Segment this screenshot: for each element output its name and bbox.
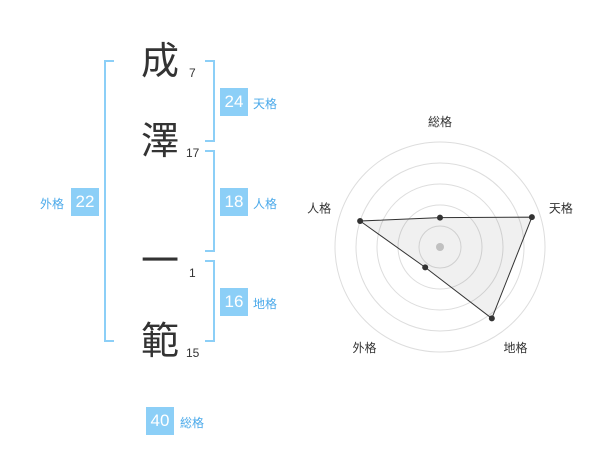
radar-point [488,315,495,322]
chikaku-value: 16 [220,288,248,316]
radar-axis-label: 地格 [503,340,527,355]
radar-point [528,214,535,221]
jinkaku-value: 18 [220,188,248,216]
chikaku-label: 地格 [253,297,278,311]
soukaku-value: 40 [146,407,174,435]
gaikaku-value: 22 [71,188,99,216]
radar-ring [376,183,504,311]
name-char-2: 澤 [141,119,180,163]
gaikaku-label: 外格 [40,197,65,211]
gaikaku-bracket [104,60,114,342]
radar-polygon [358,216,533,320]
chikaku-bracket [205,260,215,342]
radar-axis-label: 人格 [307,200,331,215]
soukaku-label: 総格 [180,416,205,430]
stroke-count-4: 15 [186,346,200,360]
radar-axis-label: 天格 [549,200,573,215]
radar-point [422,264,429,271]
tenkaku-bracket [205,60,215,142]
jinkaku-bracket [205,150,215,252]
radar-ring [334,141,546,353]
tenkaku-value: 24 [220,88,248,116]
radar-axis-label: 外格 [353,340,377,355]
radar-ring [355,162,525,332]
radar-center [436,243,444,251]
tenkaku-label: 天格 [253,97,278,111]
stroke-count-1: 7 [189,66,196,80]
radar-point [357,218,364,225]
jinkaku-label: 人格 [253,197,278,211]
radar-ring [418,225,462,269]
stroke-count-2: 17 [186,146,200,160]
name-char-3: 一 [141,239,180,283]
stroke-count-3: 1 [189,266,196,280]
name-char-1: 成 [141,39,180,83]
radar-ring [397,204,483,290]
radar-axis-label: 総格 [428,114,452,129]
radar-point [437,214,443,221]
name-char-4: 範 [141,319,180,363]
